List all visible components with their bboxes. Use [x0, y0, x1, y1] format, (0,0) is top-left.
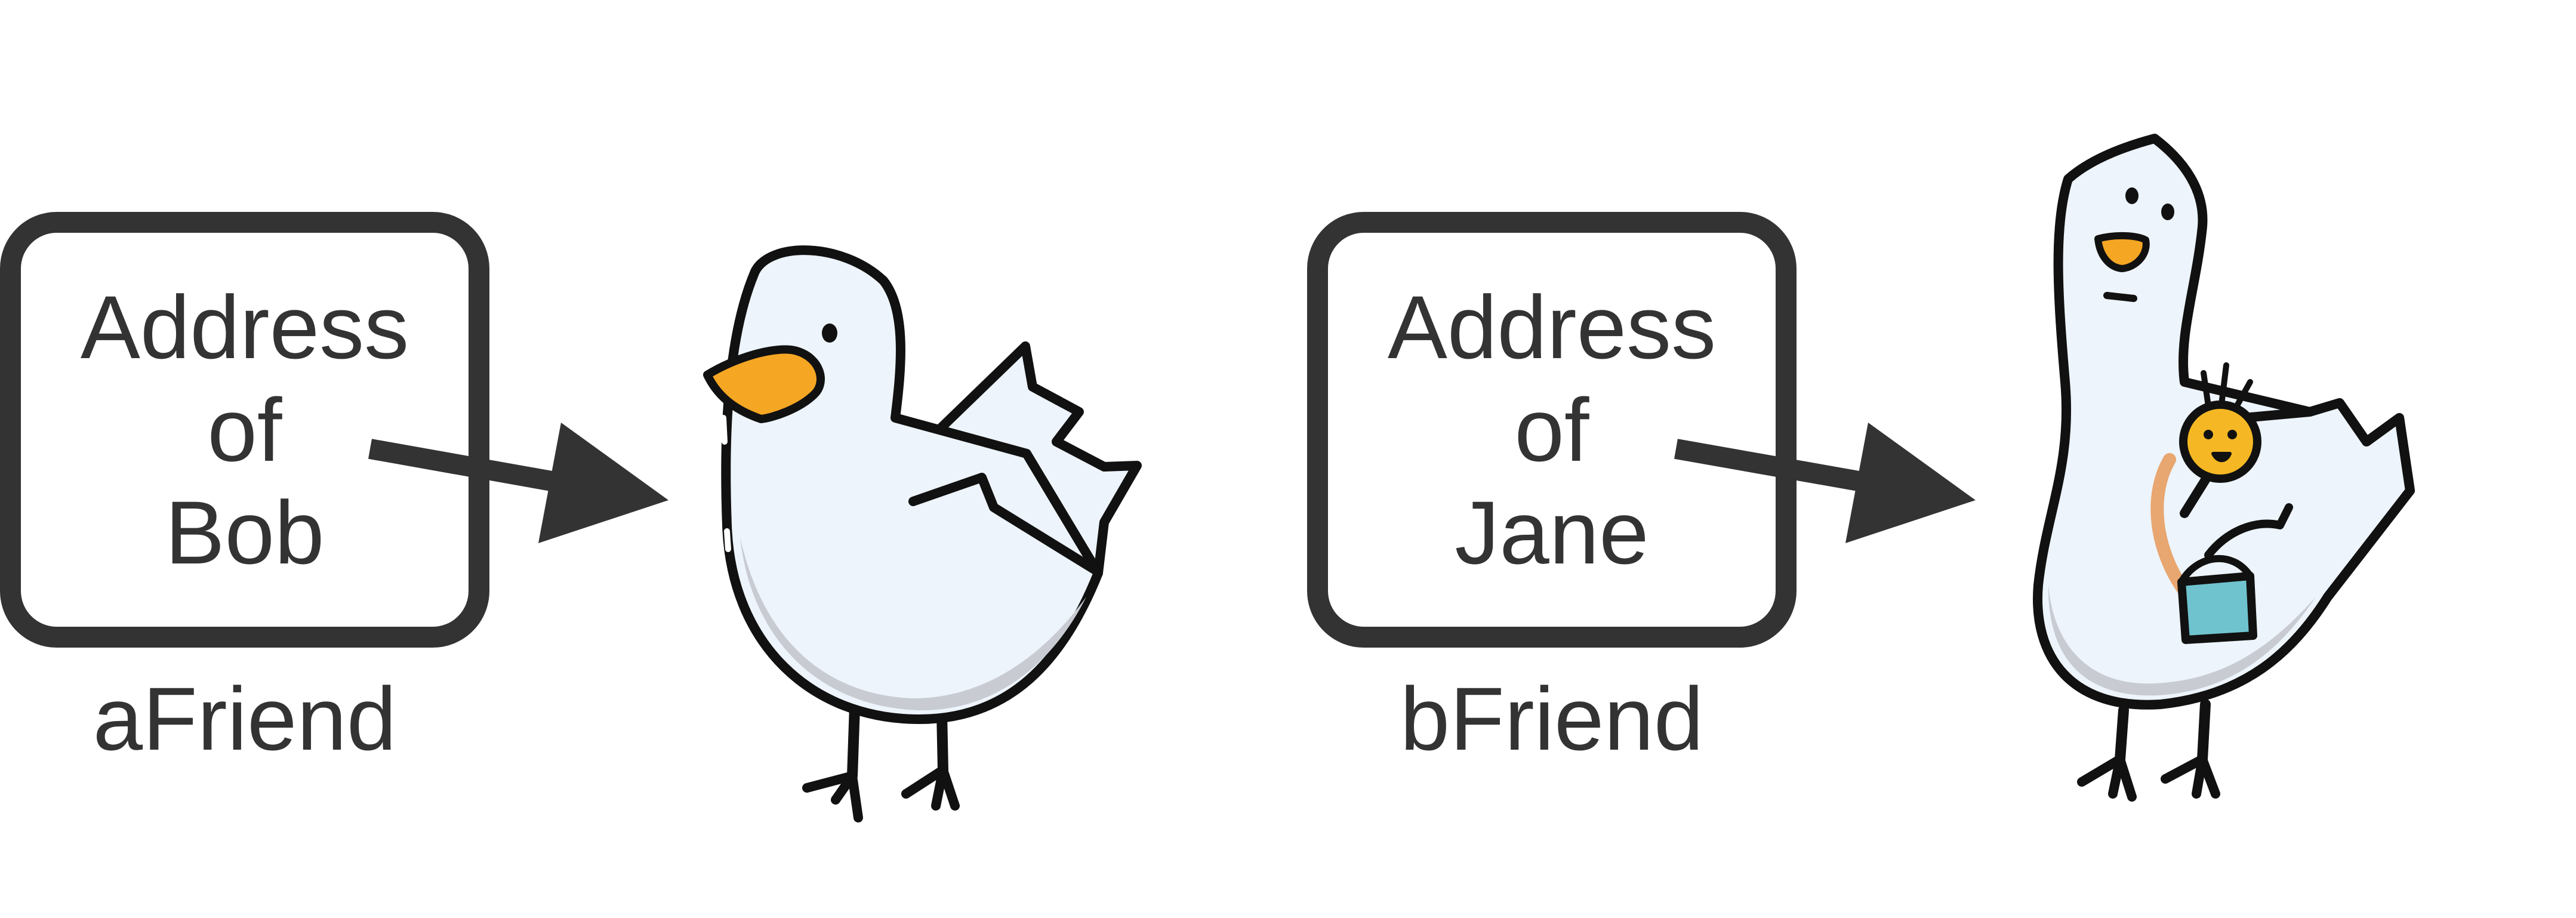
variable-label-a: aFriend — [93, 669, 397, 769]
pointer-arrow-a — [368, 423, 668, 543]
address-box-a: Address of Bob — [0, 212, 489, 648]
goose-with-baby-icon — [2033, 134, 2415, 802]
variable-label-b: bFriend — [1400, 669, 1704, 769]
pointer-arrow-b — [1674, 423, 1976, 543]
address-box-a-text: Address of Bob — [80, 277, 409, 583]
duck-icon — [703, 245, 1142, 822]
address-box-b: Address of Jane — [1307, 212, 1797, 648]
address-box-b-text: Address of Jane — [1387, 277, 1717, 583]
